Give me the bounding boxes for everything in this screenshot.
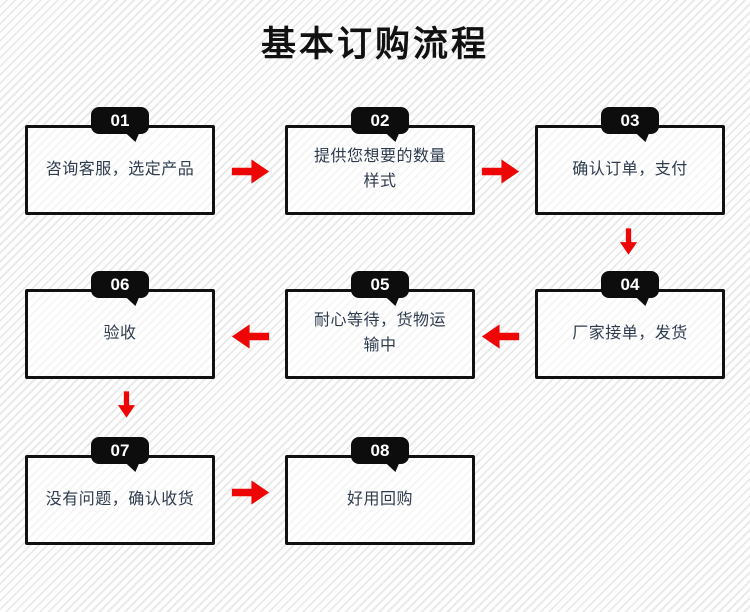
step-label: 没有问题，确认收货 — [45, 490, 195, 508]
step-number-badge: 05 — [351, 271, 409, 298]
step-number-badge: 08 — [351, 437, 409, 464]
step-number-badge: 02 — [351, 107, 409, 134]
step-number-badge: 01 — [91, 107, 149, 134]
step-number-badge: 07 — [91, 437, 149, 464]
step-box-06: 验收 — [25, 289, 215, 379]
step-box-07: 没有问题，确认收货 — [25, 455, 215, 545]
step-box-05: 耐心等待，货物运 输中 — [285, 289, 475, 379]
step-number-badge: 03 — [601, 107, 659, 134]
arrow-right-icon — [230, 157, 271, 186]
step-box-03: 确认订单，支付 — [535, 125, 725, 215]
step-box-08: 好用回购 — [285, 455, 475, 545]
step-number-badge: 06 — [91, 271, 149, 298]
arrow-down-icon — [112, 384, 141, 425]
step-label: 耐心等待，货物运 输中 — [313, 312, 446, 354]
arrow-right-icon — [480, 157, 521, 186]
arrow-right-icon — [230, 478, 271, 507]
step-box-04: 厂家接单，发货 — [535, 289, 725, 379]
arrow-left-icon — [230, 322, 271, 351]
step-box-02: 提供您想要的数量 样式 — [285, 125, 475, 215]
arrow-down-icon — [614, 221, 643, 262]
step-label: 验收 — [103, 324, 137, 342]
step-label: 咨询客服，选定产品 — [45, 160, 195, 178]
page-title: 基本订购流程 — [260, 25, 489, 64]
step-label: 确认订单，支付 — [572, 160, 688, 178]
step-label: 好用回购 — [346, 490, 413, 508]
arrow-left-icon — [480, 322, 521, 351]
step-number-badge: 04 — [601, 271, 659, 298]
step-label: 厂家接单，发货 — [572, 324, 688, 342]
step-label: 提供您想要的数量 样式 — [313, 148, 446, 190]
step-box-01: 咨询客服，选定产品 — [25, 125, 215, 215]
